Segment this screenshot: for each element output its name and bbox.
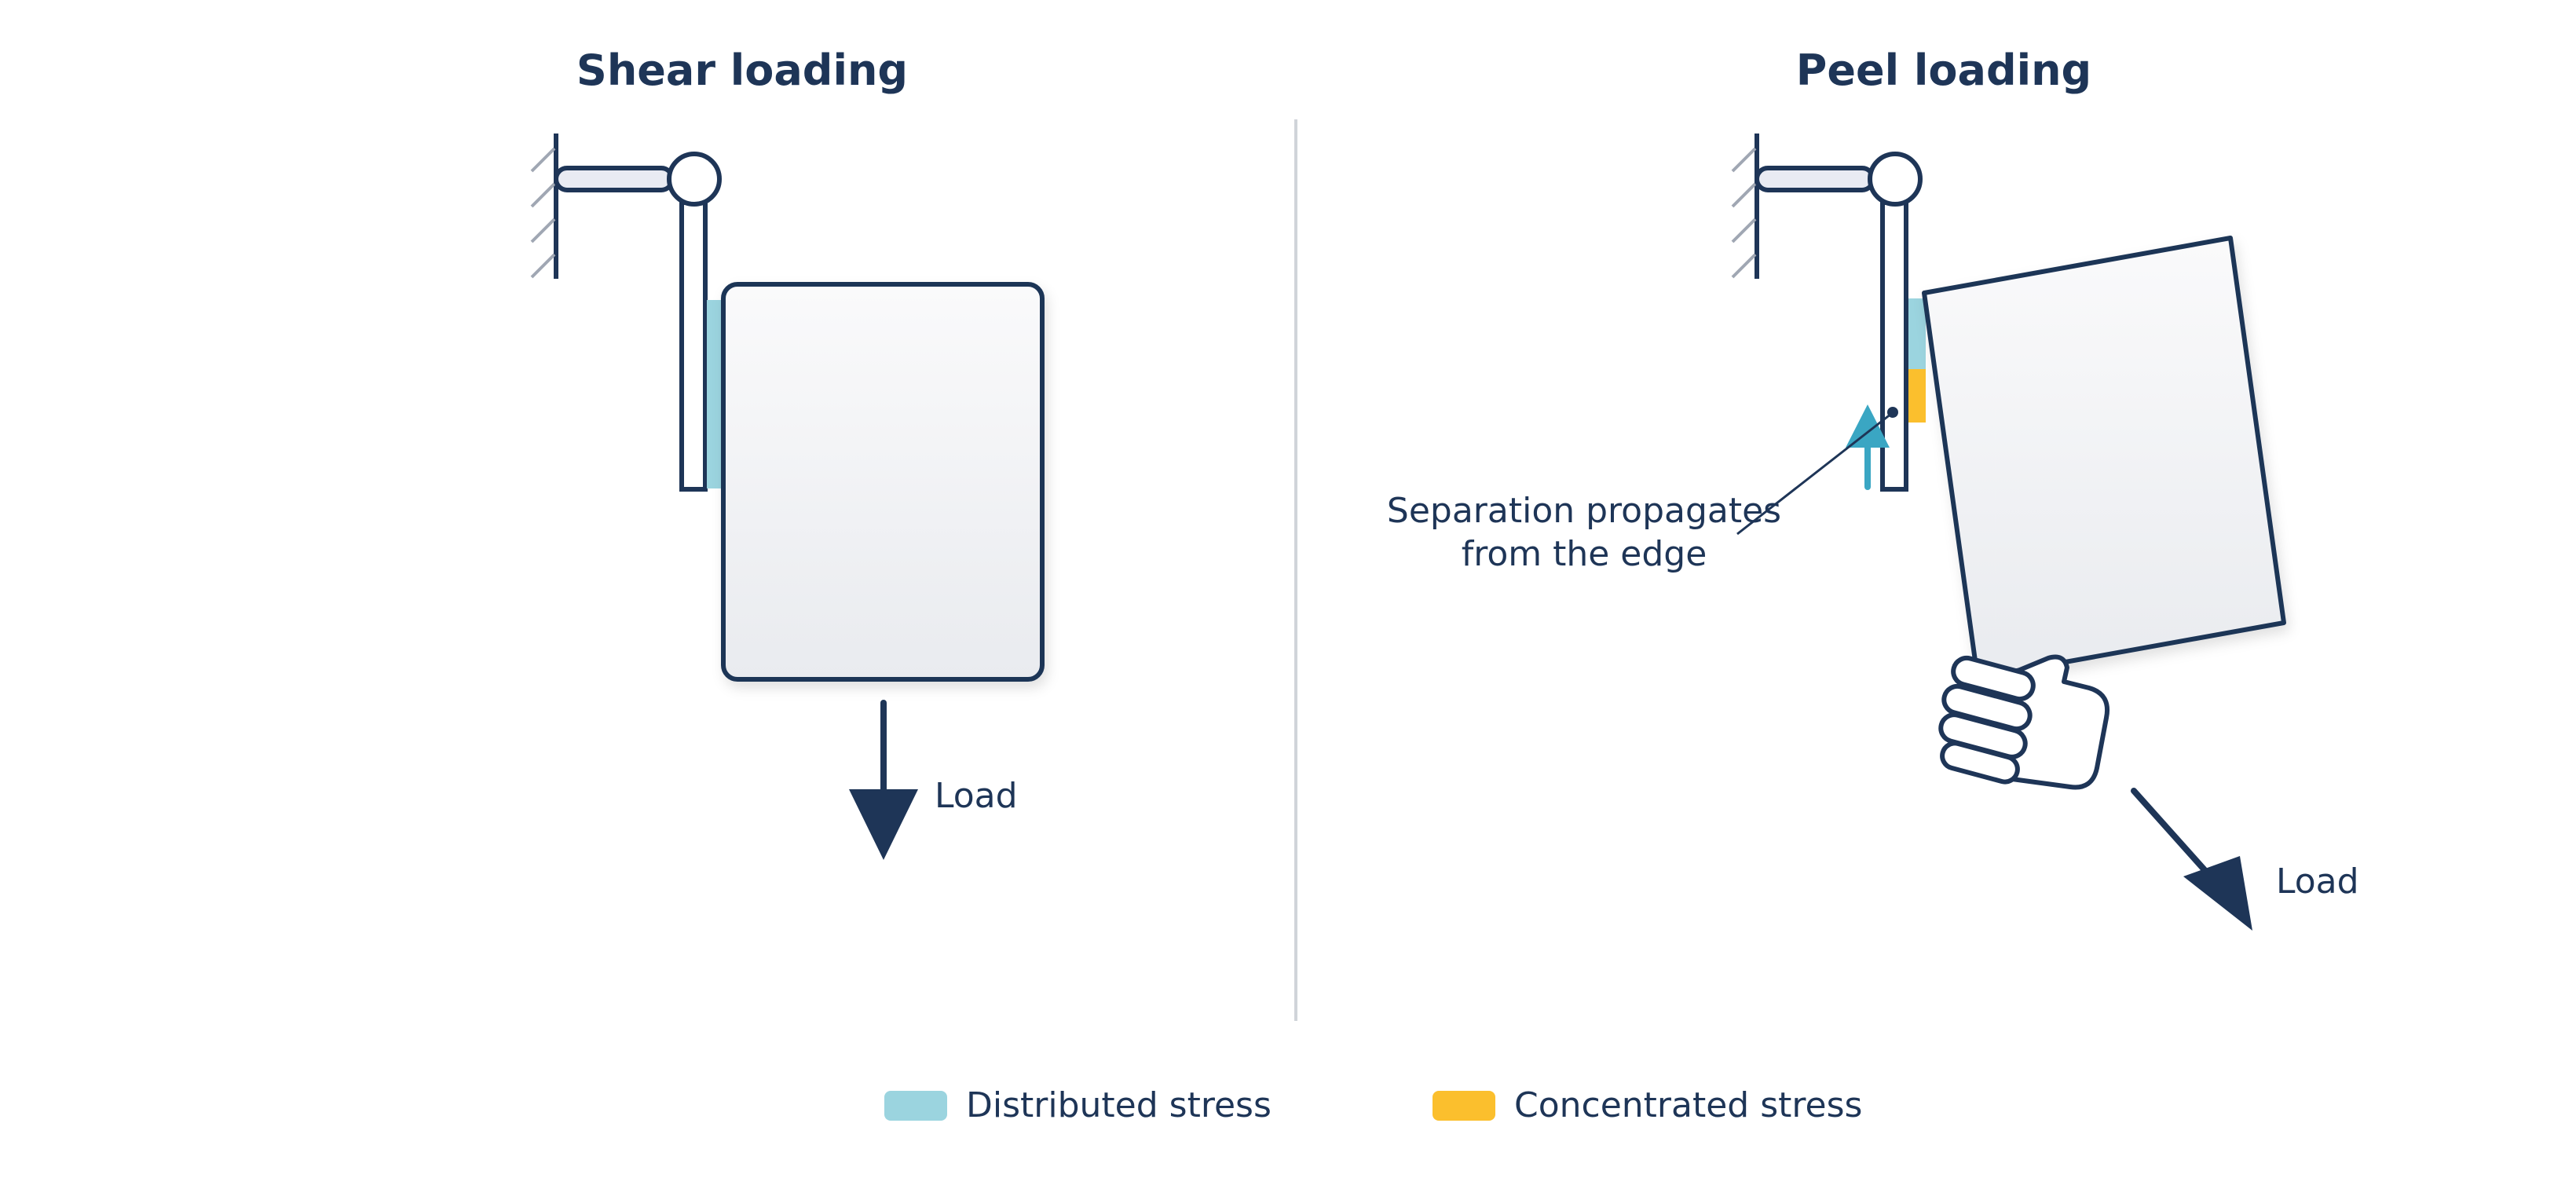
peel-panel: Separation propagates from the edge Load — [1387, 134, 2359, 931]
bracket-arm — [554, 166, 675, 192]
bracket-arm — [1755, 166, 1875, 192]
shear-panel: Load — [530, 134, 1045, 860]
pivot-joint-icon — [667, 152, 722, 207]
shear-load-label: Load — [935, 776, 1018, 816]
legend-swatch-distributed — [884, 1091, 947, 1121]
legend-swatch-concentrated — [1433, 1091, 1495, 1121]
annotation-line-1: Separation propagates — [1387, 491, 1781, 531]
annotation-leader — [1736, 412, 1892, 536]
peel-load-label: Load — [2276, 862, 2359, 902]
pivot-joint-icon — [1868, 152, 1923, 207]
shear-title: Shear loading — [576, 46, 908, 95]
annotation-dot — [1887, 407, 1898, 418]
separation-arrow-icon — [1846, 404, 1890, 490]
distributed-stress-band — [1908, 298, 1926, 369]
wall-mount-icon — [1731, 134, 1759, 279]
hanging-panel — [721, 282, 1045, 682]
shear-load-arrow — [849, 700, 918, 860]
hand-icon — [1938, 654, 2109, 790]
legend-label-concentrated: Concentrated stress — [1514, 1085, 1862, 1125]
peel-title: Peel loading — [1796, 46, 2091, 95]
peeling-panel — [1922, 236, 2286, 680]
peel-load-arrow — [2131, 788, 2252, 931]
legend: Distributed stress Concentrated stress — [884, 1085, 1862, 1125]
concentrated-stress-band — [1908, 369, 1926, 423]
adhesive-strip — [679, 200, 708, 492]
annotation-line-2: from the edge — [1462, 534, 1707, 574]
wall-mount-icon — [530, 134, 558, 279]
legend-label-distributed: Distributed stress — [966, 1085, 1272, 1125]
distributed-stress-band — [707, 300, 722, 488]
